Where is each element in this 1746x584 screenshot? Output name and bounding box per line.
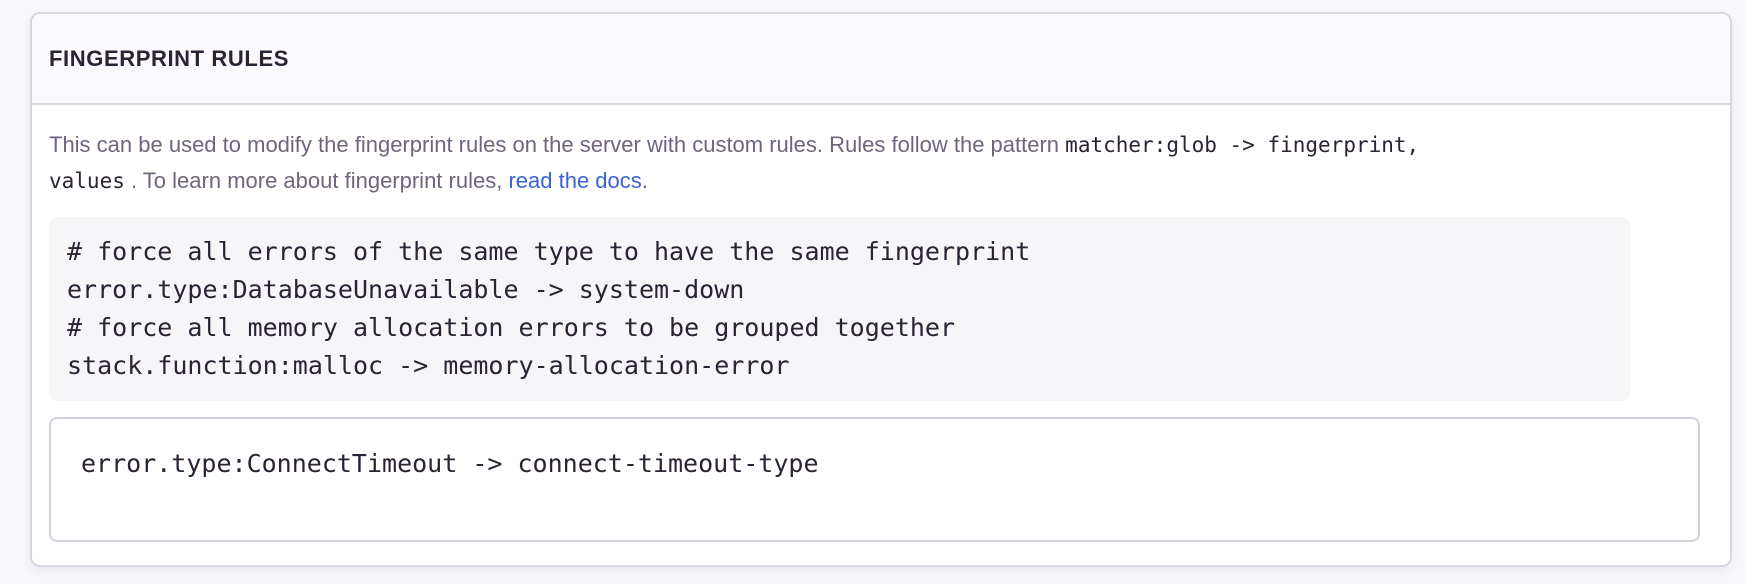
read-the-docs-link[interactable]: read the docs xyxy=(508,168,642,193)
panel-title: FINGERPRINT RULES xyxy=(49,45,289,71)
example-rules-block: # force all errors of the same type to h… xyxy=(49,217,1630,401)
panel-body: This can be used to modify the fingerpri… xyxy=(32,105,1730,542)
description-line-1: This can be used to modify the fingerpri… xyxy=(49,127,1713,163)
description-tail: . xyxy=(641,168,648,193)
description-line-2: values . To learn more about fingerprint… xyxy=(49,163,1713,199)
fingerprint-rules-panel: FINGERPRINT RULES This can be used to mo… xyxy=(30,12,1732,567)
pattern-inline-code: matcher:glob -> fingerprint, xyxy=(1065,133,1420,157)
description: This can be used to modify the fingerpri… xyxy=(49,127,1713,199)
example-rules-code: # force all errors of the same type to h… xyxy=(67,237,1031,380)
fingerprint-rules-textarea[interactable]: error.type:ConnectTimeout -> connect-tim… xyxy=(49,417,1700,542)
description-text-2: . To learn more about fingerprint rules, xyxy=(130,168,503,193)
panel-header: FINGERPRINT RULES xyxy=(32,14,1730,105)
description-text-1: This can be used to modify the fingerpri… xyxy=(49,132,1060,157)
values-inline-code: values xyxy=(49,169,125,193)
